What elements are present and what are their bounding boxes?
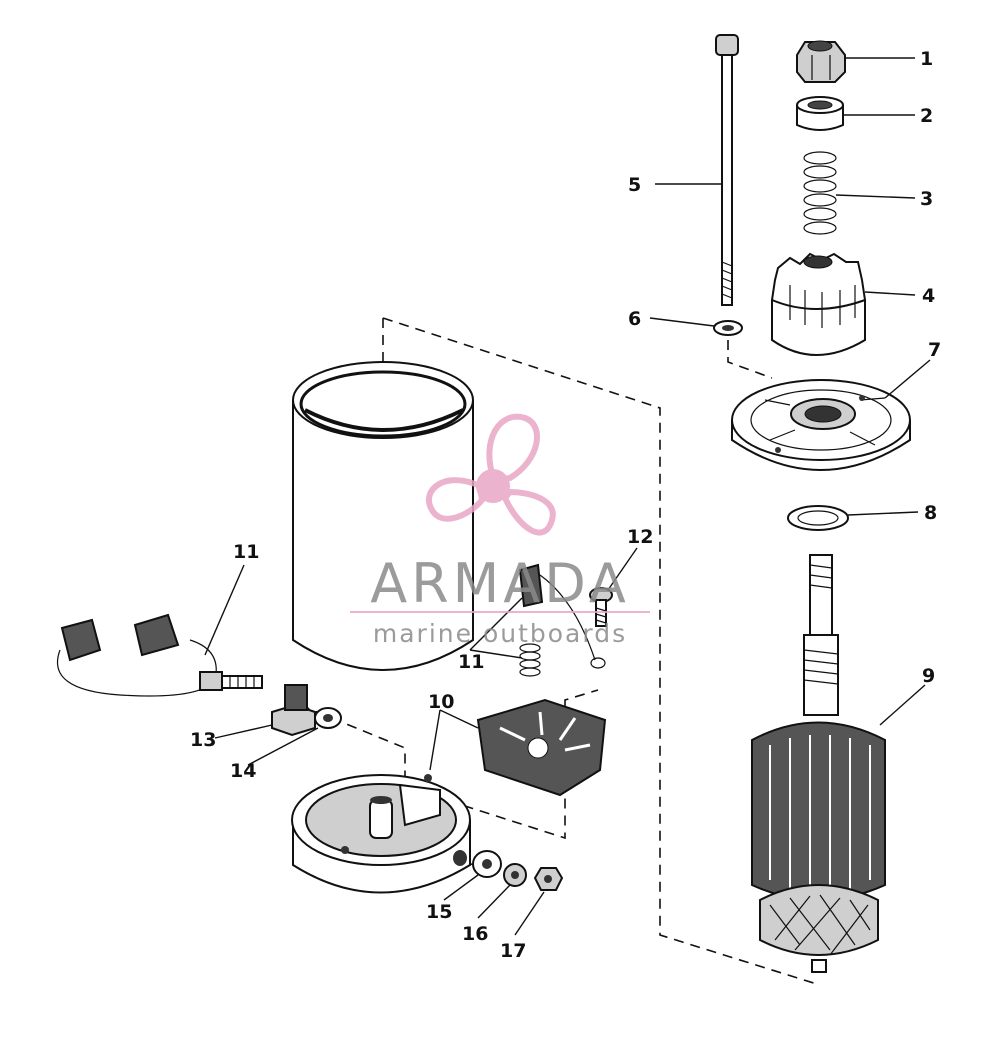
part-spacer-collar [796,96,844,131]
part-field-frame-housing [292,361,474,671]
callout-12: 12 [627,526,653,548]
callout-17: 17 [500,940,526,962]
leader-lines [204,57,931,936]
propeller-logo-icon [426,413,556,536]
propeller-blade-right [501,488,556,536]
propeller-blade-top [486,413,540,484]
callout-14: 14 [230,760,256,782]
part-commutator-end-head [291,774,471,894]
part-terminal-block [271,684,316,737]
part-drive-pinion [770,252,867,356]
callout-2: 2 [920,105,933,127]
callout-11-brush-spring: 11 [458,651,484,673]
part-hex-nut-top [796,40,846,83]
callout-5: 5 [628,174,641,196]
callout-13: 13 [190,729,216,751]
callout-6: 6 [628,308,641,330]
part-spring [803,151,837,235]
part-through-bolt [715,34,739,306]
part-insulating-washer [314,707,342,729]
callout-11-brushes: 11 [233,541,259,563]
propeller-hub [476,469,510,503]
part-end-plate [731,379,911,471]
callout-4: 4 [922,285,935,307]
part-flat-washer [472,850,502,878]
propeller-blade-left [426,477,486,522]
callout-7: 7 [928,339,941,361]
callout-15: 15 [426,901,452,923]
part-small-washer [713,320,743,336]
part-brush-plate [476,698,607,797]
callout-8: 8 [924,502,937,524]
part-brush-and-spring [518,563,606,677]
part-lock-washer [503,863,527,887]
callout-3: 3 [920,188,933,210]
part-terminal-nut [533,867,564,891]
watermark: ARMADA marine outboards [350,413,650,648]
callout-16: 16 [462,923,488,945]
part-thrust-washer [787,505,849,531]
callout-1: 1 [920,48,933,70]
part-armature [751,554,886,973]
watermark-brand: ARMADA [370,552,630,615]
callout-labels: 1 2 3 4 5 6 7 8 9 10 11 11 12 13 14 15 1… [190,48,941,962]
callout-10: 10 [428,691,454,713]
watermark-tagline: marine outboards [373,619,627,648]
callout-9: 9 [922,665,935,687]
part-brushes-with-spring [56,613,263,697]
